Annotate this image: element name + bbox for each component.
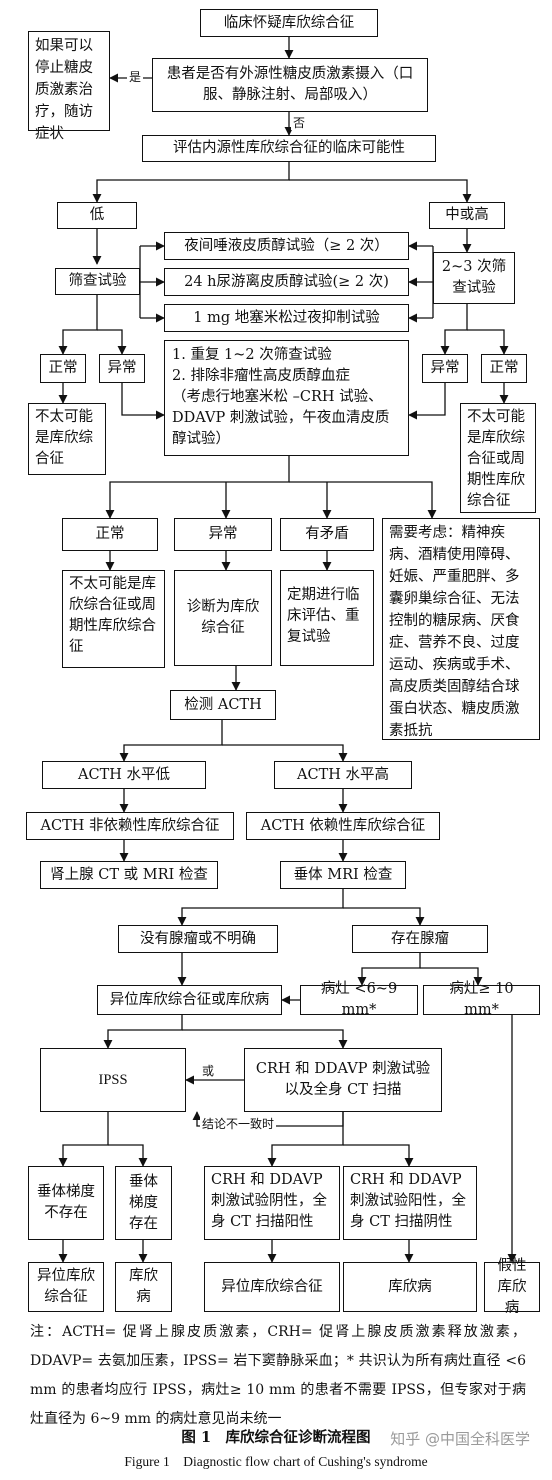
edge-label-no: 否 (291, 116, 308, 130)
node-ectopic-1: 异位库欣综合征 (28, 1262, 104, 1312)
node-test-urine: 24 h尿游离皮质醇试验(≥ 2 次) (164, 268, 409, 296)
node-acth-low: ACTH 水平低 (42, 761, 206, 789)
node-measure-acth: 检测 ACTH (170, 690, 276, 720)
edge-label-yes: 是 (127, 70, 144, 84)
node-adrenal-imaging: 肾上腺 CT 或 MRI 检查 (40, 861, 218, 889)
node-exogenous-steroid: 患者是否有外源性糖皮质激素摄入（口服、静脉注射、局部吸入） (152, 58, 428, 112)
node-acth-dependent: ACTH 依赖性库欣综合征 (246, 812, 440, 840)
node-probability-low: 低 (57, 202, 137, 229)
node-stim-negative-ct-positive: CRH 和 DDAVP 刺激试验阴性，全身 CT 扫描阳性 (204, 1166, 340, 1240)
edge-label-or: 或 (200, 1064, 217, 1078)
node-acth-independent: ACTH 非依赖性库欣综合征 (26, 812, 234, 840)
node-result-abnormal: 异常 (174, 518, 272, 551)
node-unlikely-center: 不太可能是库欣综合征或周期性库欣综合征 (62, 570, 165, 668)
node-ectopic-2: 异位库欣综合征 (204, 1262, 340, 1312)
node-screening-2-3: 2~3 次筛查试验 (433, 252, 515, 304)
node-cushing-disease-1: 库欣病 (115, 1262, 172, 1312)
node-lesion-large: 病灶≥ 10 mm* (423, 981, 540, 1018)
node-lesion-small: 病灶 <6~9 mm* (300, 981, 418, 1018)
node-result-normal: 正常 (62, 518, 158, 551)
watermark: 知乎 @中国全科医学 (390, 1430, 530, 1448)
repeat-step-1: 1. 重复 1~2 次筛查试验 (172, 347, 332, 363)
node-acth-high: ACTH 水平高 (274, 761, 412, 789)
node-diagnosed: 诊断为库欣综合征 (174, 570, 272, 666)
node-test-saliva: 夜间唾液皮质醇试验（≥ 2 次） (164, 232, 409, 260)
edge-label-inconsistent: 结论不一致时 (200, 1117, 277, 1131)
repeat-step-2: 2. 排除非瘤性高皮质醇血症 (172, 368, 350, 384)
node-crh-ddavp-ct: CRH 和 DDAVP 刺激试验以及全身 CT 扫描 (244, 1048, 442, 1112)
node-screen-normal-left: 正常 (40, 354, 86, 383)
node-clinical-suspicion: 临床怀疑库欣综合征 (200, 9, 378, 37)
node-consider-conditions: 需要考虑：精神疾病、酒精使用障碍、妊娠、严重肥胖、多囊卵巢综合征、无法控制的糖尿… (382, 518, 540, 740)
node-assess-probability: 评估内源性库欣综合征的临床可能性 (142, 135, 436, 162)
node-pseudo-cushing: 假性库欣病 (484, 1258, 540, 1316)
node-adenoma-present: 存在腺瘤 (352, 925, 488, 953)
node-ipss: IPSS (40, 1048, 186, 1112)
node-screen-abnormal-right: 异常 (422, 354, 468, 383)
node-periodic-followup: 定期进行临床评估、重复试验 (280, 570, 374, 666)
node-no-adenoma: 没有腺瘤或不明确 (118, 925, 278, 953)
figure-caption-cn: 图 1 库欣综合征诊断流程图 (181, 1429, 371, 1446)
node-screen-abnormal-left: 异常 (99, 354, 145, 383)
footnote: 注：ACTH= 促肾上腺皮质激素，CRH= 促肾上腺皮质激素释放激素，DDAVP… (30, 1324, 526, 1427)
node-gradient-present: 垂体梯度存在 (115, 1166, 172, 1240)
node-test-dexamethasone: 1 mg 地塞米松过夜抑制试验 (164, 304, 409, 332)
node-result-conflict: 有矛盾 (280, 518, 374, 551)
node-unlikely-right: 不太可能是库欣综合征或周期性库欣综合征 (460, 403, 536, 513)
node-stim-positive-ct-negative: CRH 和 DDAVP 刺激试验阳性，全身 CT 扫描阴性 (343, 1166, 477, 1240)
node-no-gradient: 垂体梯度不存在 (28, 1166, 104, 1240)
node-stop-steroid: 如果可以停止糖皮质激素治疗，随访症状 (28, 31, 110, 142)
node-repeat-exclude: 1. 重复 1~2 次筛查试验 2. 排除非瘤性高皮质醇血症 （考虑行地塞米松 … (164, 340, 409, 456)
node-unlikely-left: 不太可能是库欣综合征 (28, 403, 106, 475)
node-ectopic-or-cushing: 异位库欣综合征或库欣病 (97, 985, 282, 1015)
node-probability-mid-high: 中或高 (429, 202, 505, 229)
node-pituitary-mri: 垂体 MRI 检查 (280, 861, 406, 889)
figure-caption-en: Figure 1 Diagnostic flow chart of Cushin… (124, 1454, 428, 1469)
node-cushing-disease-2: 库欣病 (343, 1262, 477, 1312)
node-screen-normal-right: 正常 (481, 354, 527, 383)
node-screening-test: 筛查试验 (55, 268, 140, 295)
repeat-step-3: （考虑行地塞米松 –CRH 试验、DDAVP 刺激试验，午夜血清皮质醇试验） (172, 389, 390, 447)
